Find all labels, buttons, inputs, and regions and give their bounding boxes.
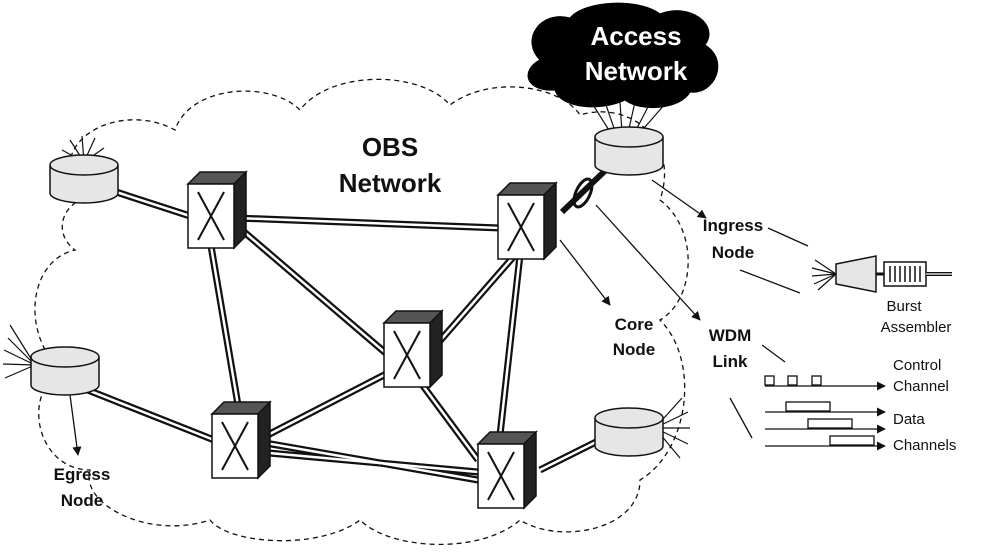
control-channel-label-line1: Control (893, 357, 941, 374)
wdm-link-label-line2: Link (713, 352, 748, 371)
access-network-cloud: Access Network (527, 2, 719, 109)
obs-network-boundary (34, 78, 689, 546)
obs-network-label-line2: Network (339, 168, 442, 198)
wdm-link-label-line1: WDM (709, 326, 751, 345)
fiber-links (73, 163, 613, 484)
control-channel-label-line2: Channel (893, 378, 949, 395)
node-left-fan-lines (2, 324, 36, 379)
egress-node-label-line1: Egress (54, 465, 111, 484)
edge-node-access (594, 126, 664, 176)
core-switch-top-left (187, 171, 247, 249)
wdm-link-marker (572, 177, 594, 209)
ingress-node-label-line2: Node (712, 243, 755, 262)
annotation-arrows (69, 179, 809, 456)
control-channel-icon (764, 375, 886, 391)
core-switch-center (383, 310, 443, 388)
core-switch-bottom-left (211, 401, 271, 479)
burst-assembler-label-line1: Burst (886, 298, 922, 315)
obs-network-label-line1: OBS (362, 132, 418, 162)
ingress-node-label-line1: Ingress (703, 216, 763, 235)
edge-node-left (30, 346, 100, 396)
burst-assembler-icon (811, 255, 952, 293)
burst-assembler-label-line2: Assembler (881, 319, 952, 336)
edge-node-top-left (49, 154, 119, 204)
core-switch-top-right (497, 182, 557, 260)
edge-node-right (594, 407, 664, 457)
core-switch-bottom-right (477, 431, 537, 509)
data-channels-label-line1: Data (893, 411, 925, 428)
core-node-label-line2: Node (613, 340, 656, 359)
data-channels-icon (765, 401, 886, 451)
access-network-label-line2: Network (585, 56, 688, 86)
egress-node-label-line2: Node (61, 491, 104, 510)
access-network-label-line1: Access (590, 21, 681, 51)
data-channels-label-line2: Channels (893, 437, 956, 454)
core-node-label-line1: Core (615, 315, 654, 334)
